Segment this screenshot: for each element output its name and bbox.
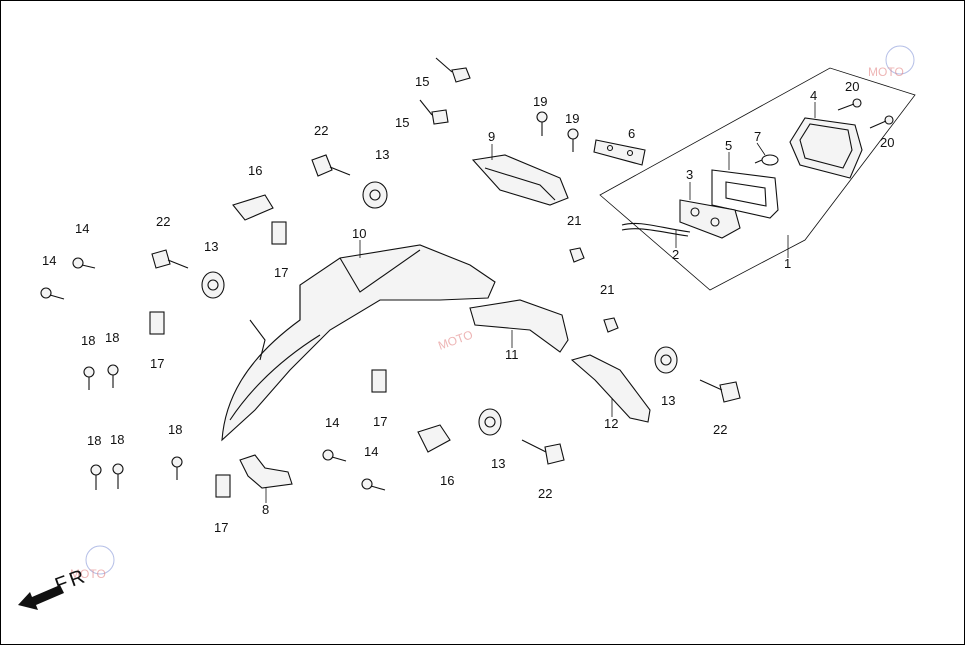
grommet-13-left: [201, 271, 225, 299]
callout-14-c: 14: [325, 415, 339, 430]
clip-nut-17-b: [149, 311, 165, 335]
callout-18-c: 18: [87, 433, 101, 448]
callout-22-b: 22: [156, 214, 170, 229]
callout-2: 2: [672, 247, 679, 262]
callout-4: 4: [810, 88, 817, 103]
svg-text:MOTO: MOTO: [436, 327, 474, 352]
callout-17-b: 17: [150, 356, 164, 371]
nut-21-a: [569, 247, 585, 263]
callout-22-a: 22: [314, 123, 328, 138]
screw-18-d: [112, 463, 124, 489]
socket-bracket: [679, 199, 741, 239]
screw-19-a: [536, 111, 548, 136]
rear-bracket-right: [570, 354, 651, 423]
bolt-22-top: [311, 154, 351, 177]
screw-20-a: [837, 98, 862, 111]
callout-21-a: 21: [567, 213, 581, 228]
nut-21-b: [603, 317, 619, 333]
callout-17-a: 17: [274, 265, 288, 280]
watermark-bottom-left: MOTO: [70, 545, 115, 581]
callout-6: 6: [628, 126, 635, 141]
callout-5: 5: [725, 138, 732, 153]
bolt-15-lower: [419, 99, 449, 125]
callout-18-a: 18: [81, 333, 95, 348]
callout-9: 9: [488, 129, 495, 144]
bulb: [754, 154, 779, 166]
screw-14-d: [361, 478, 386, 491]
callout-20-b: 20: [880, 135, 894, 150]
callout-13-a: 13: [375, 147, 389, 162]
callout-22-d: 22: [538, 486, 552, 501]
screw-18-e: [171, 456, 183, 480]
clip-lower: [417, 424, 451, 453]
screw-14-c: [322, 449, 347, 462]
callout-12: 12: [604, 416, 618, 431]
clip-upper: [232, 194, 274, 221]
callout-20-a: 20: [845, 79, 859, 94]
callout-14-d: 14: [364, 444, 378, 459]
callout-3: 3: [686, 167, 693, 182]
callout-19-b: 19: [565, 111, 579, 126]
bolt-22-right: [699, 379, 741, 403]
callout-15-b: 15: [395, 115, 409, 130]
callout-8: 8: [262, 502, 269, 517]
callout-10: 10: [352, 226, 366, 241]
plate-light-bracket: [593, 139, 646, 166]
clip-nut-17-d: [215, 474, 231, 498]
clip-nut-17-c: [371, 369, 387, 393]
svg-text:MOTO: MOTO: [70, 567, 106, 581]
grommet-13-top: [362, 181, 388, 209]
callout-11: 11: [505, 347, 519, 362]
callout-15-a: 15: [415, 74, 429, 89]
callout-16-a: 16: [248, 163, 262, 178]
screw-18-c: [90, 464, 102, 490]
rear-fender: [221, 244, 496, 442]
callout-17-d: 17: [214, 520, 228, 535]
screw-19-b: [567, 128, 579, 152]
screw-20-b: [869, 115, 894, 129]
tail-light-housing: [789, 117, 863, 179]
screw-14-b: [40, 287, 65, 300]
bolt-22-bottom: [521, 439, 565, 465]
bolt-22-left: [151, 249, 189, 269]
watermark-top-right: MOTO: [868, 45, 915, 79]
callout-7: 7: [754, 129, 761, 144]
svg-text:MOTO: MOTO: [868, 65, 904, 79]
callout-labels: 1 2 3 4 5 6 7 8 9 10 11 12 13 13 13 13 1…: [42, 74, 894, 535]
callout-18-d: 18: [110, 432, 124, 447]
front-direction-arrow: FR: [18, 565, 90, 610]
callout-14-b: 14: [42, 253, 56, 268]
callout-22-c: 22: [713, 422, 727, 437]
clip-nut-17-a: [271, 221, 287, 245]
grommet-13-bottom: [478, 408, 502, 436]
grommet-13-right: [654, 346, 678, 374]
callout-13-d: 13: [491, 456, 505, 471]
tail-light-assembly-outline: [599, 67, 916, 291]
screw-14-a: [72, 257, 96, 269]
rear-cover-piece: [471, 154, 569, 206]
callout-17-c: 17: [373, 414, 387, 429]
callout-14-a: 14: [75, 221, 89, 236]
wire-harness: [621, 222, 691, 237]
callout-19-a: 19: [533, 94, 547, 109]
leader-lines: [265, 102, 816, 503]
lens-gasket: [711, 169, 779, 219]
mount-bracket: [239, 454, 293, 489]
bolt-15-upper: [435, 57, 471, 83]
callout-18-b: 18: [105, 330, 119, 345]
watermark-center: MOTO: [436, 327, 474, 352]
callout-18-e: 18: [168, 422, 182, 437]
screw-18-a: [83, 366, 95, 390]
rear-bracket-left: [469, 299, 569, 353]
screw-18-b: [107, 364, 119, 388]
callout-21-b: 21: [600, 282, 614, 297]
callout-13-b: 13: [204, 239, 218, 254]
callout-13-c: 13: [661, 393, 675, 408]
callout-16-b: 16: [440, 473, 454, 488]
callout-1: 1: [784, 256, 791, 271]
